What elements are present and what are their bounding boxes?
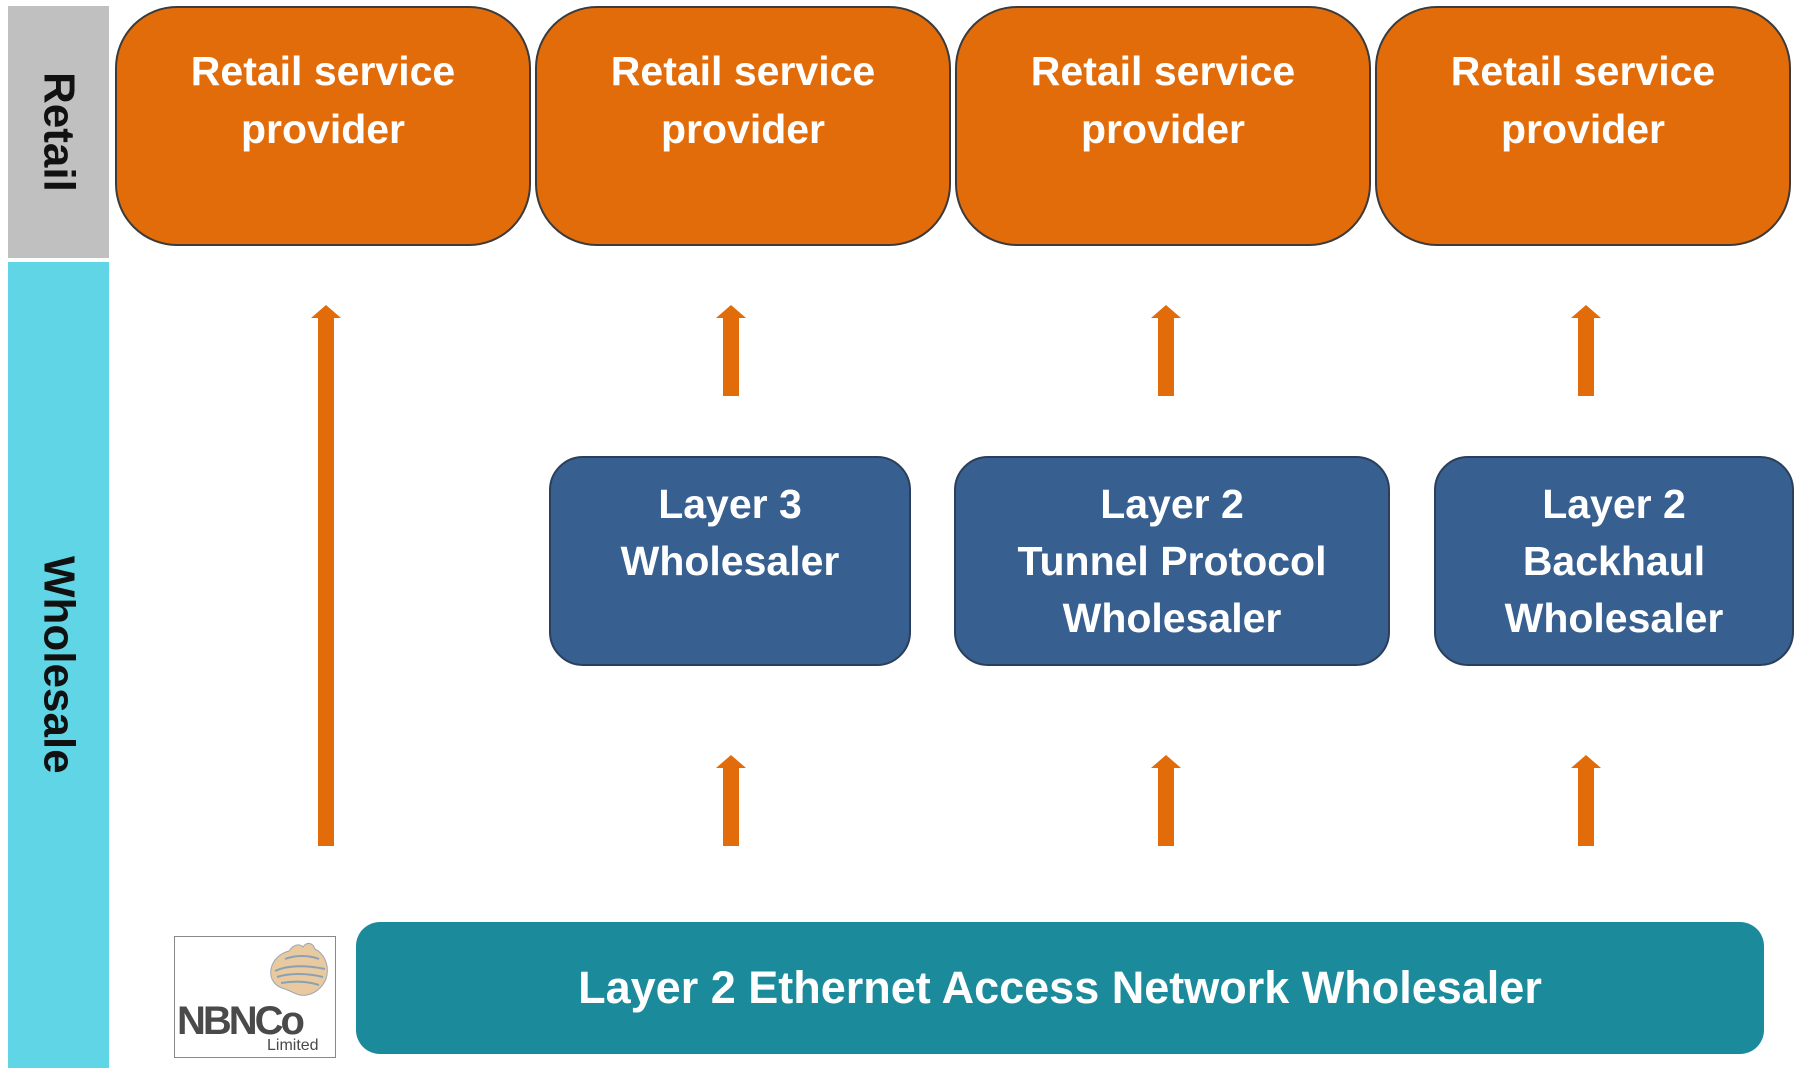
retail-service-provider-label: Retail service provider xyxy=(610,48,876,152)
arrow-up-upper-4 xyxy=(1571,305,1601,396)
layer2-tunnel-protocol-wholesaler-label: Layer 2 Tunnel Protocol Wholesaler xyxy=(1017,481,1327,641)
retail-service-provider-1: Retail service provider xyxy=(115,6,531,246)
layer2-backhaul-wholesaler-box: Layer 2 Backhaul Wholesaler xyxy=(1434,456,1794,666)
arrow-up-lower-4 xyxy=(1571,755,1601,846)
retail-service-provider-2: Retail service provider xyxy=(535,6,951,246)
logo-wordmark: NBNCo xyxy=(177,999,305,1043)
layer3-wholesaler-box: Layer 3 Wholesaler xyxy=(549,456,911,666)
retail-service-provider-4: Retail service provider xyxy=(1375,6,1791,246)
layer3-wholesaler-label: Layer 3 Wholesaler xyxy=(620,481,840,584)
layer2-backhaul-wholesaler-label: Layer 2 Backhaul Wholesaler xyxy=(1504,481,1724,641)
arrow-up-upper-3 xyxy=(1151,305,1181,396)
retail-service-provider-label: Retail service provider xyxy=(1450,48,1716,152)
layer2-ethernet-access-network-box: Layer 2 Ethernet Access Network Wholesal… xyxy=(356,922,1764,1054)
nbnco-logo: NBNCo Limited xyxy=(174,936,336,1058)
logo-subtext: Limited xyxy=(267,1037,319,1054)
wholesale-band: Wholesale xyxy=(8,262,109,1068)
wholesale-band-label: Wholesale xyxy=(34,556,84,774)
arrow-up-lower-2 xyxy=(716,755,746,846)
retail-band-label: Retail xyxy=(34,72,84,192)
layer2-tunnel-protocol-wholesaler-box: Layer 2 Tunnel Protocol Wholesaler xyxy=(954,456,1390,666)
retail-service-provider-label: Retail service provider xyxy=(190,48,456,152)
australia-map-icon xyxy=(270,942,328,996)
retail-service-provider-label: Retail service provider xyxy=(1030,48,1296,152)
retail-service-provider-3: Retail service provider xyxy=(955,6,1371,246)
arrow-up-upper-2 xyxy=(716,305,746,396)
arrow-up-lower-3 xyxy=(1151,755,1181,846)
arrow-up-long-1 xyxy=(311,305,341,846)
retail-band: Retail xyxy=(8,6,109,258)
layer2-ethernet-access-network-label: Layer 2 Ethernet Access Network Wholesal… xyxy=(578,962,1542,1013)
